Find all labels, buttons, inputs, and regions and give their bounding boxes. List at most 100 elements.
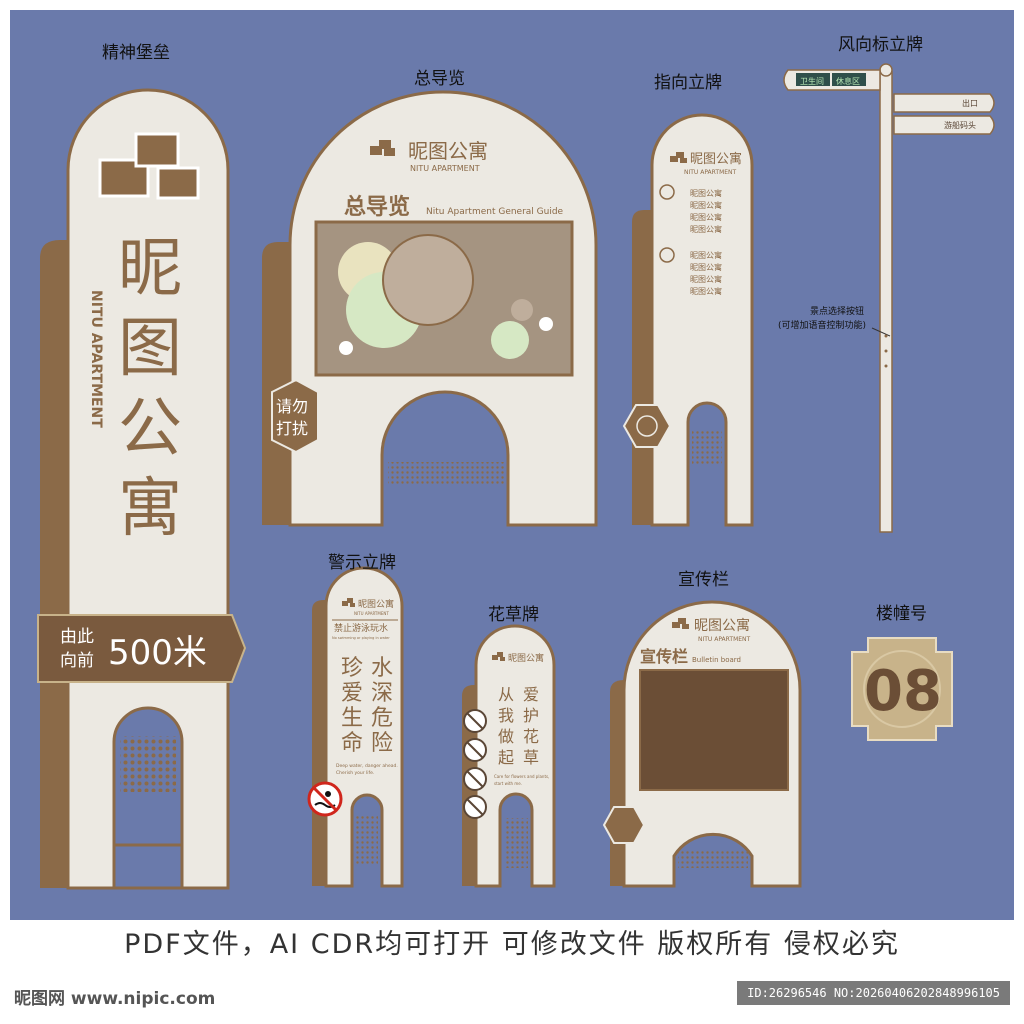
flower-col2-1: 爱	[523, 685, 539, 704]
guide-brand-cn: 昵图公寓	[408, 139, 488, 163]
fortress-char-3: 公	[118, 392, 182, 466]
do-not-disturb-badge: 请勿 打扰	[271, 378, 319, 454]
bulletin-brand-en: NITU APARTMENT	[698, 636, 751, 643]
flower-foot-en-2: start with me.	[494, 781, 522, 786]
flower-grille	[504, 818, 528, 868]
warning-col2-3: 危	[371, 706, 393, 731]
grille-pattern	[120, 736, 176, 792]
no-picking-icon	[463, 767, 487, 791]
direction-item-8: 昵图公寓	[690, 286, 722, 296]
warning-title-en: No swimming or playing in water	[332, 636, 390, 640]
arrow-up-icon	[659, 184, 675, 200]
flower-logo-icon	[492, 652, 505, 661]
direction-logo-icon	[670, 152, 687, 163]
label-warning: 警示立牌	[328, 553, 396, 573]
guide-title-cn: 总导览	[344, 194, 410, 220]
direction-sign: 昵图公寓 NITU APARTMENT 昵图公寓 昵图公寓 昵图公寓 昵图公寓 …	[622, 113, 754, 527]
flower-emblem-icon	[622, 404, 672, 448]
signpost-note-2: (可增加语音控制功能)	[778, 319, 866, 331]
label-bulletin: 宣传栏	[678, 570, 729, 590]
bulletin-grille	[678, 850, 748, 868]
flower-col2-4: 草	[523, 748, 539, 767]
warning-col1-1: 珍	[341, 656, 363, 681]
no-cycling-icon	[463, 795, 487, 819]
signpost-pole	[879, 71, 893, 533]
flower-col1-2: 我	[498, 706, 514, 725]
label-guide: 总导览	[414, 69, 465, 89]
arrow-small-line-2: 向前	[60, 651, 94, 671]
label-flower: 花草牌	[488, 605, 539, 625]
label-direction: 指向立牌	[654, 73, 722, 93]
bulletin-title-en: Bulletin board	[692, 656, 741, 664]
signboard-exit-text: 出口	[962, 98, 978, 108]
signboard-left-b: 休息区	[836, 76, 860, 86]
signage-illustration: 昵 图 公 寓 NITU APARTMENT 由此 向前 500米 昵图公寓 N…	[37, 63, 995, 890]
signboard-pier-text: 游船码头	[944, 120, 976, 130]
flower-foot-en-1: Care for flowers and plants,	[494, 774, 549, 779]
warning-logo-icon	[342, 598, 355, 607]
direction-item-3: 昵图公寓	[690, 212, 722, 222]
signboard-left-a: 卫生间	[800, 76, 824, 86]
warning-col2-4: 险	[371, 731, 393, 756]
watermark-bar: 昵图网 www.nipic.com ID:26296546 NO:2026040…	[0, 978, 1024, 1018]
building-number-plate: 08	[851, 637, 953, 741]
flower-col1-3: 做	[498, 727, 514, 746]
warning-sign: 昵图公寓 NITU APARTMENT 禁止游泳玩水 No swimming o…	[307, 566, 404, 888]
badge-line-1: 请勿	[276, 397, 308, 416]
direction-brand-cn: 昵图公寓	[690, 151, 742, 167]
footer-notice: PDF文件，AI CDR均可打开 可修改文件 版权所有 侵权必究	[124, 929, 900, 960]
warning-col1-2: 爱	[341, 681, 363, 706]
no-swimming-icon	[307, 781, 343, 817]
flower-col1-1: 从	[498, 685, 514, 704]
guide-logo-icon	[370, 140, 395, 156]
fortress-char-4: 寓	[118, 472, 182, 546]
direction-item-6: 昵图公寓	[690, 262, 722, 272]
warning-col1-3: 生	[341, 706, 363, 731]
direction-brand-en: NITU APARTMENT	[684, 169, 737, 176]
warning-brand-cn: 昵图公寓	[358, 598, 394, 610]
bulletin-board-sign: 昵图公寓 NITU APARTMENT 宣传栏 Bulletin board	[602, 600, 802, 888]
guide-grille	[388, 462, 504, 486]
direction-item-4: 昵图公寓	[690, 224, 722, 234]
general-guide-sign: 昵图公寓 NITU APARTMENT 总导览 Nitu Apartment G…	[262, 90, 598, 527]
guide-title-en: Nitu Apartment General Guide	[426, 207, 564, 217]
flower-brand-cn: 昵图公寓	[508, 652, 544, 664]
guide-map	[314, 220, 574, 377]
watermark-id: ID:26296546 NO:20260406202848996105	[737, 981, 1010, 1005]
signboard-pier	[893, 115, 995, 135]
fortress-sign: 昵 图 公 寓 NITU APARTMENT 由此 向前 500米	[37, 88, 247, 890]
fortress-char-1: 昵	[118, 232, 182, 306]
fortress-english: NITU APARTMENT	[88, 290, 104, 428]
design-board: 昵 图 公 寓 NITU APARTMENT 由此 向前 500米 昵图公寓 N…	[10, 10, 1014, 920]
wind-direction-signpost: 卫生间 休息区 出口 游船码头 景点选择按钮 (可增加语音控制功能)	[778, 63, 995, 533]
warning-brand-en: NITU APARTMENT	[354, 611, 389, 616]
bulletin-logo-icon	[672, 618, 689, 629]
guide-brand-en: NITU APARTMENT	[410, 164, 480, 173]
arrow-small-line-1: 由此	[60, 627, 94, 647]
signboard-exit	[893, 93, 995, 113]
no-walking-icon	[463, 709, 487, 733]
no-pets-icon	[463, 738, 487, 762]
arrow-big-text: 500米	[108, 633, 207, 673]
warning-col1-4: 命	[341, 731, 363, 756]
flower-sign: 昵图公寓 从 我 做 起 爱 护 花 草 Care for flowers an…	[462, 624, 556, 888]
bulletin-brand-cn: 昵图公寓	[694, 617, 750, 634]
direction-item-2: 昵图公寓	[690, 200, 722, 210]
bulletin-display-panel	[639, 669, 789, 791]
warning-foot-en-1: Deep water, danger ahead.	[336, 763, 398, 769]
fortress-char-2: 图	[118, 312, 182, 386]
bulletin-title-cn: 宣传栏	[640, 647, 688, 666]
label-wind: 风向标立牌	[838, 35, 923, 55]
warning-col2-2: 深	[371, 681, 393, 706]
direction-item-1: 昵图公寓	[690, 188, 722, 198]
brand-logo-icon	[98, 132, 200, 200]
warning-foot-en-2: Cherish your life.	[336, 770, 374, 776]
flower-col2-3: 花	[523, 727, 539, 746]
warning-grille	[356, 816, 378, 864]
direction-item-5: 昵图公寓	[690, 250, 722, 260]
arrow-right-icon	[659, 247, 675, 263]
flower-col1-4: 起	[498, 748, 514, 767]
label-building: 楼幢号	[876, 604, 927, 624]
warning-title-cn: 禁止游泳玩水	[334, 622, 388, 634]
warning-col2-1: 水	[371, 656, 393, 681]
